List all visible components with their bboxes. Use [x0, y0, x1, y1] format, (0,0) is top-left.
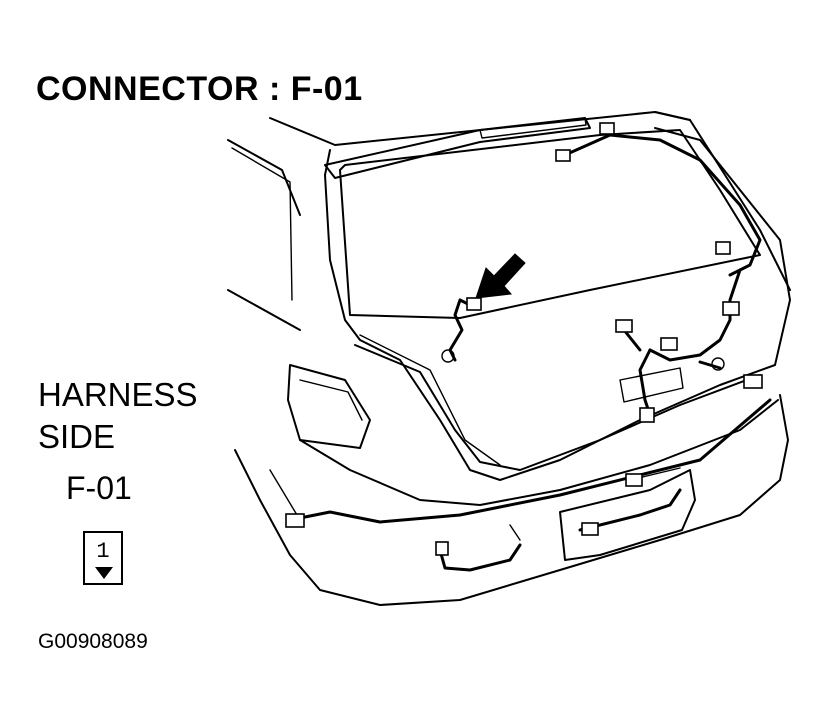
- diagram-title: CONNECTOR : F-01: [36, 70, 363, 108]
- harness-upper: [563, 133, 762, 277]
- side-panel-line: [227, 289, 301, 331]
- latch-triangle-icon: [95, 567, 113, 579]
- liftgate-outline: [324, 127, 791, 481]
- connector-plate-low: [581, 522, 599, 536]
- high-mount-lamp: [479, 117, 587, 139]
- spoiler: [324, 117, 591, 179]
- connector-roof: [599, 122, 615, 135]
- harness-side-label: HARNESS SIDE: [38, 374, 198, 458]
- connector-code-label: F-01: [66, 470, 132, 506]
- connector-f01: [466, 297, 482, 311]
- harness-bumper: [288, 398, 772, 524]
- harness-right-branch: [648, 268, 742, 362]
- connector-top: [555, 149, 571, 162]
- pin-number: 1: [96, 539, 110, 564]
- harness-left-glass: [448, 298, 472, 362]
- taillight: [287, 364, 371, 449]
- connector-lower-center: [639, 407, 655, 423]
- harness-label-line2: SIDE: [38, 418, 116, 455]
- connector-plate: [625, 473, 643, 487]
- connector-right-upper: [715, 241, 731, 255]
- connector-right-mid: [722, 301, 740, 316]
- arrow-to-f01-icon: [475, 253, 526, 299]
- wiper-motor: [619, 367, 684, 403]
- liftgate-inner-line: [359, 334, 501, 466]
- connector-face: 1: [83, 531, 123, 585]
- liftgate-lower-panel: [354, 344, 761, 471]
- roof-line: [269, 111, 691, 146]
- roof-edge: [654, 111, 791, 291]
- harness-label-line1: HARNESS: [38, 376, 198, 413]
- figure-id: G00908089: [38, 630, 148, 653]
- rear-pillar: [227, 139, 301, 216]
- connector-bumper-left: [285, 513, 305, 528]
- connector-bumper-low: [435, 541, 449, 556]
- license-plate-recess: [559, 469, 696, 561]
- rear-glass: [339, 129, 761, 319]
- rear-bumper: [234, 394, 789, 606]
- side-window-line: [231, 147, 293, 301]
- connector-wiper: [660, 337, 678, 351]
- connector-center: [615, 319, 633, 333]
- connector-lower-right: [743, 374, 763, 389]
